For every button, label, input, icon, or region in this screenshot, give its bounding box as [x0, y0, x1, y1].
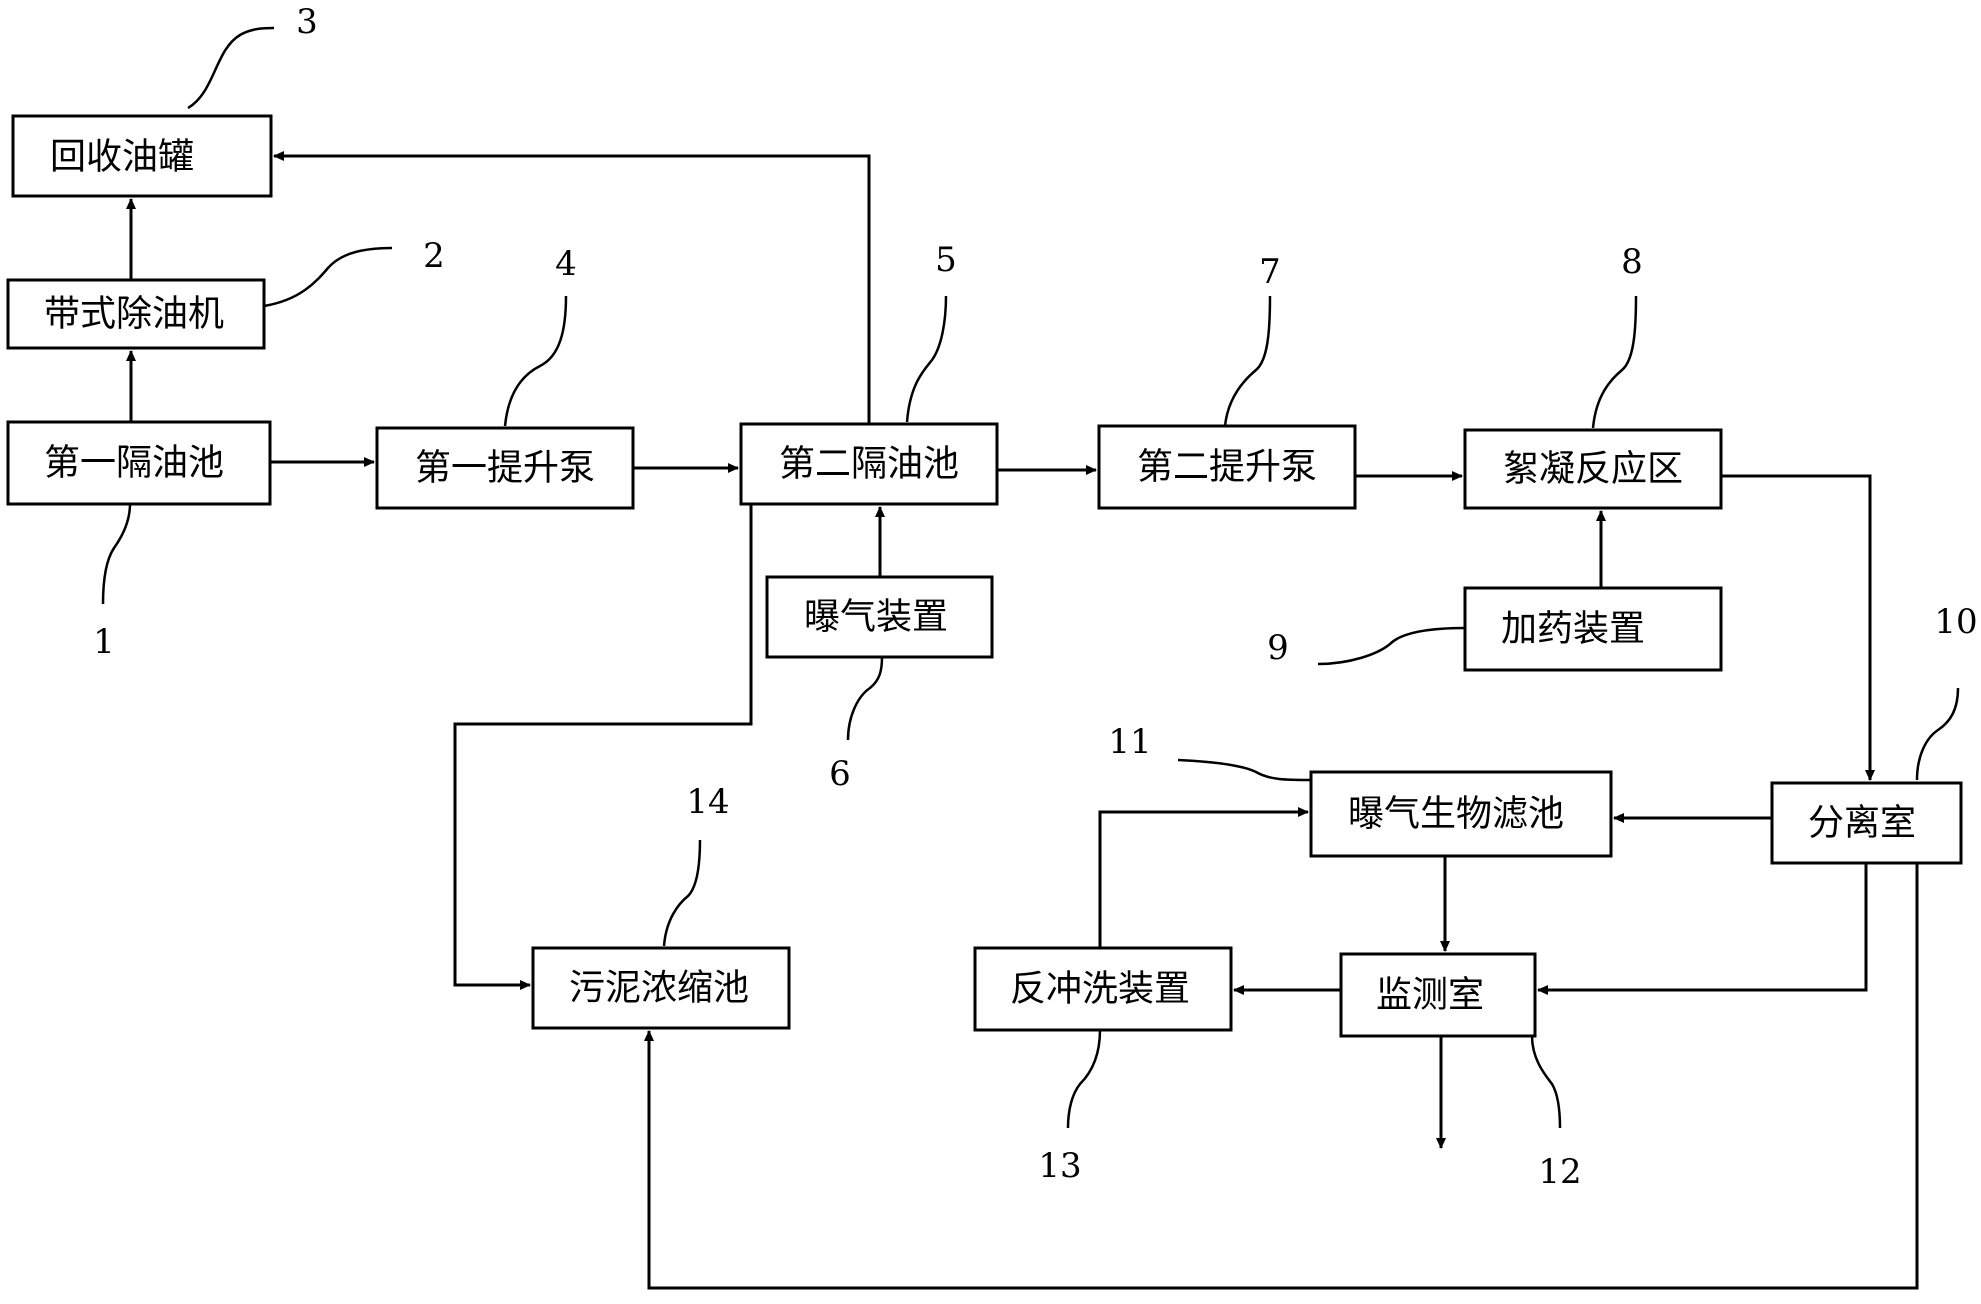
node-label: 监测室	[1376, 975, 1484, 1016]
node-separation-room: 分离室	[1770, 781, 1963, 865]
leader-8	[1591, 295, 1638, 429]
ref-number-5: 5	[935, 240, 957, 280]
leader-14	[662, 839, 702, 947]
ref-number-6: 6	[829, 754, 851, 794]
node-belt-skimmer: 带式除油机	[6, 278, 266, 350]
ref-number-4: 4	[555, 244, 577, 284]
node-flocculation-zone: 絮凝反应区	[1463, 428, 1723, 510]
node-second-pump: 第二提升泵	[1097, 424, 1357, 510]
node-label: 曝气生物滤池	[1348, 794, 1564, 835]
ref-number-14: 14	[686, 782, 729, 822]
leader-2	[263, 246, 393, 308]
ref-number-10: 10	[1934, 602, 1977, 642]
leader-6	[846, 656, 884, 741]
node-label: 分离室	[1808, 803, 1916, 844]
leader-4	[503, 295, 568, 427]
node-aeration-device: 曝气装置	[765, 575, 994, 659]
leader-9	[1317, 626, 1466, 666]
arrow-separation-to-sludge	[644, 863, 1919, 1290]
leader-12	[1530, 1035, 1562, 1129]
ref-number-8: 8	[1621, 242, 1643, 282]
ref-number-3: 3	[296, 2, 318, 42]
node-label: 回收油罐	[50, 137, 194, 178]
arrow-separator2-to-sludge	[453, 504, 753, 990]
node-label: 反冲洗装置	[1010, 969, 1190, 1010]
arrow-flocculation-to-separation	[1721, 474, 1875, 781]
ref-number-13: 13	[1038, 1146, 1081, 1186]
node-label: 絮凝反应区	[1503, 449, 1683, 490]
node-first-separator: 第一隔油池	[6, 420, 272, 506]
reference-numbers: 3 2 1 4 5 6 7 8 9 10 11 12 13 14	[93, 2, 1977, 1192]
leader-5	[905, 295, 948, 423]
leader-7	[1223, 295, 1272, 427]
leader-3	[187, 26, 275, 110]
node-recovery-tank: 回收油罐	[11, 114, 273, 198]
node-label: 第一提升泵	[415, 448, 595, 489]
ref-number-1: 1	[93, 622, 115, 662]
node-label: 曝气装置	[804, 597, 948, 638]
node-dosing-device: 加药装置	[1463, 586, 1723, 672]
ref-number-11: 11	[1108, 722, 1151, 762]
ref-number-7: 7	[1259, 252, 1281, 292]
node-label: 带式除油机	[44, 294, 224, 335]
arrow-separation-to-monitoring	[1537, 863, 1868, 995]
node-monitoring-room: 监测室	[1339, 952, 1537, 1038]
leader-11	[1177, 758, 1312, 782]
arrow-backwash-to-biofilter	[1098, 807, 1309, 948]
node-label: 第二提升泵	[1137, 447, 1317, 488]
ref-number-12: 12	[1538, 1152, 1581, 1192]
node-biofilter: 曝气生物滤池	[1309, 770, 1613, 858]
node-sludge-thickener: 污泥浓缩池	[531, 946, 791, 1030]
ref-number-2: 2	[423, 236, 445, 276]
node-backwash-device: 反冲洗装置	[973, 946, 1233, 1032]
node-label: 第二隔油池	[779, 444, 959, 485]
node-label: 加药装置	[1501, 609, 1645, 650]
leader-10	[1915, 687, 1960, 781]
ref-number-9: 9	[1267, 628, 1289, 668]
node-label: 第一隔油池	[44, 443, 224, 484]
node-label: 污泥浓缩池	[569, 968, 749, 1009]
flow-connectors	[126, 151, 1919, 1290]
leader-1	[101, 503, 132, 605]
reference-leaders	[101, 26, 1960, 1129]
arrow-separator2-to-tank	[273, 151, 871, 424]
node-first-pump: 第一提升泵	[375, 426, 635, 510]
leader-13	[1066, 1029, 1102, 1129]
node-second-separator: 第二隔油池	[739, 422, 999, 506]
